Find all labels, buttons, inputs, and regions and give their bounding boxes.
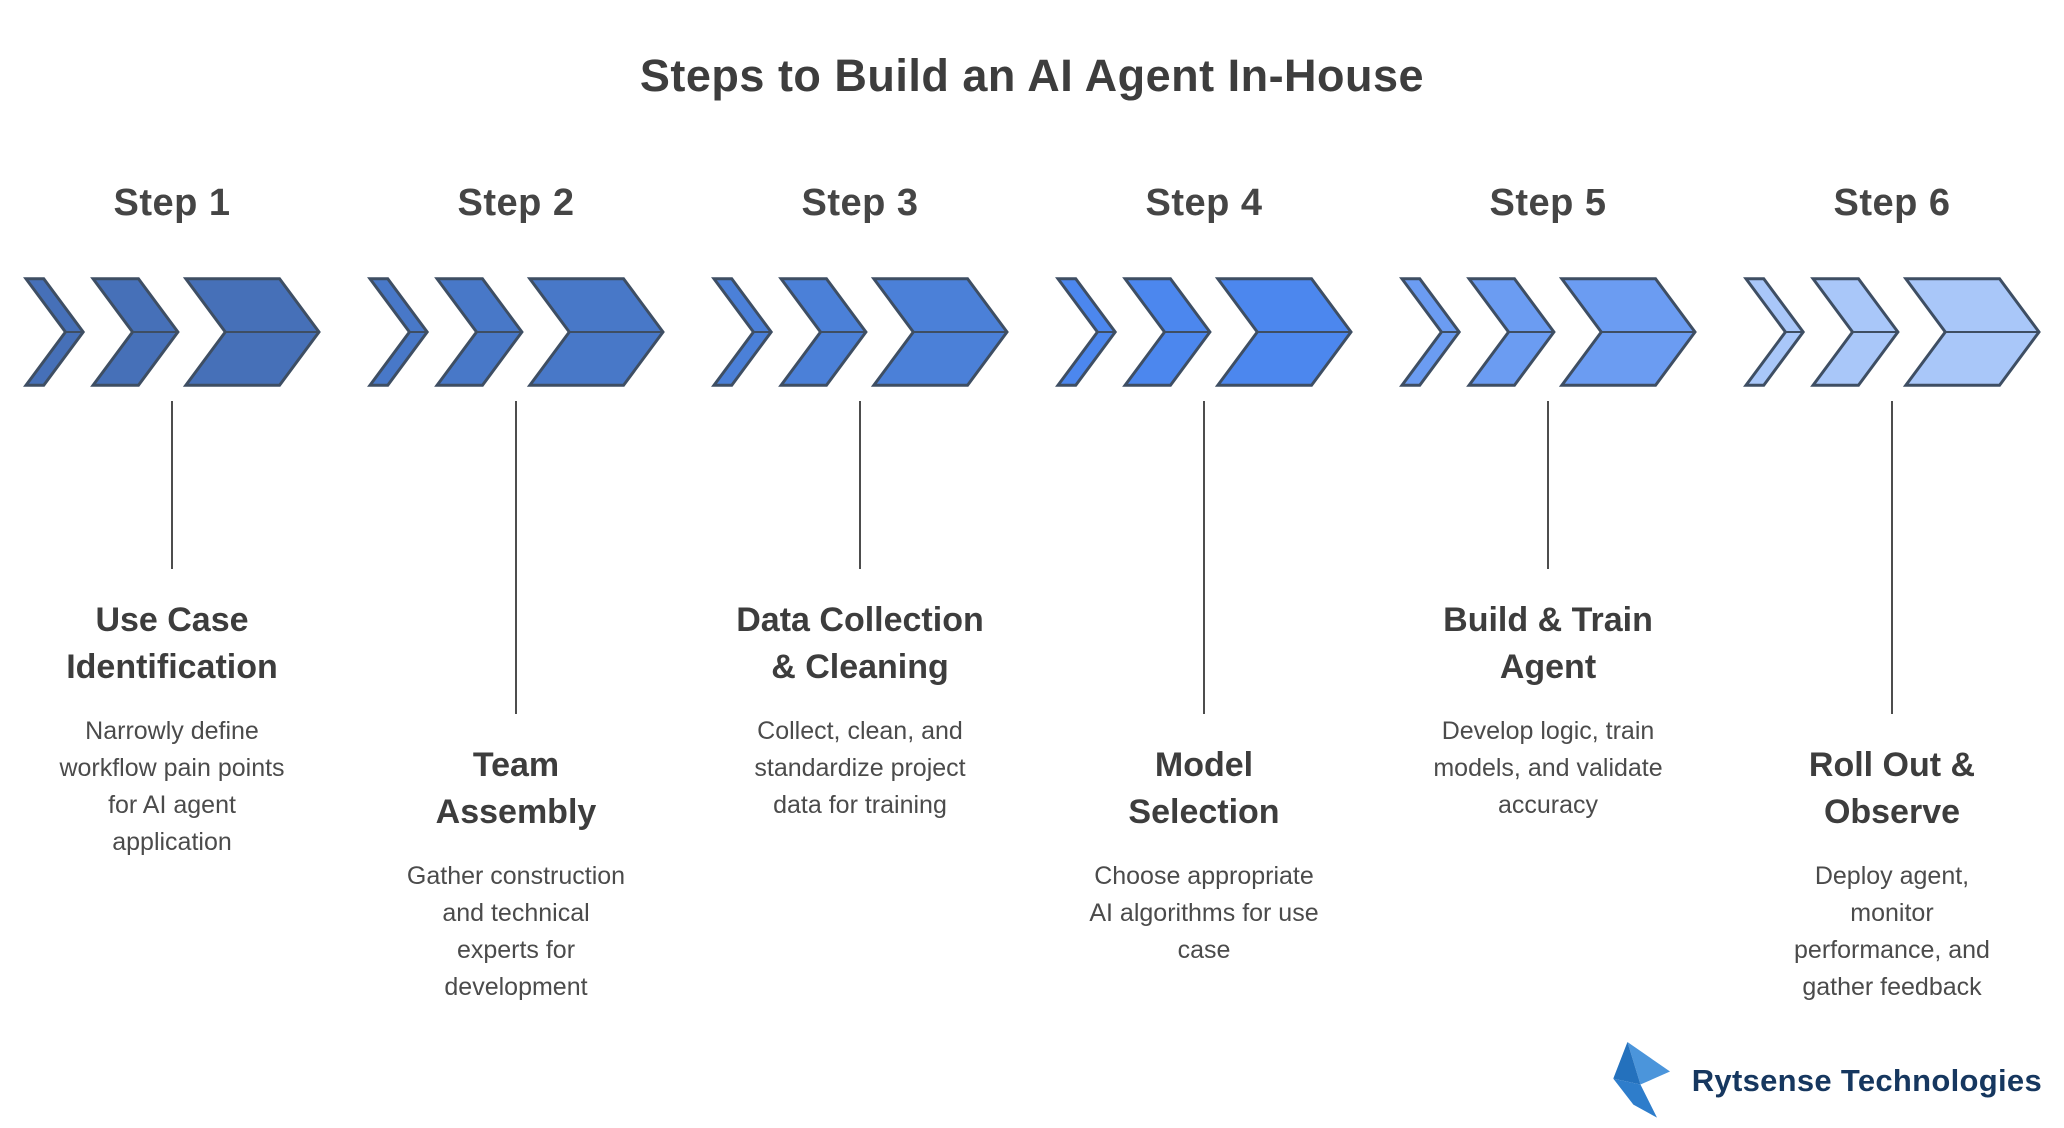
chevron-arrows-icon	[1743, 277, 2041, 387]
page-title: Steps to Build an AI Agent In-House	[639, 50, 1425, 101]
step-label: Step 1	[113, 182, 231, 224]
step-description: Deploy agent, monitor performance, and g…	[1794, 862, 1990, 1001]
connector-line	[1203, 401, 1205, 714]
connector-line	[171, 401, 173, 569]
step-title: Data Collection & Cleaning	[736, 601, 984, 686]
step-label: Step 3	[801, 182, 919, 224]
chevron-arrows-icon	[1055, 277, 1353, 387]
connector-line	[859, 401, 861, 569]
step-description: Develop logic, train models, and validat…	[1433, 717, 1663, 819]
chevron-arrows-icon	[1399, 277, 1697, 387]
chevron-arrows-icon	[367, 277, 665, 387]
step-label: Step 6	[1833, 182, 1951, 224]
step-title: Model Selection	[1128, 746, 1280, 831]
step-column-2: Step 2 Team Assembly Gather construction…	[344, 182, 688, 1006]
chevron-arrows-icon	[711, 277, 1009, 387]
step-title: Build & Train Agent	[1443, 601, 1653, 686]
connector-line	[515, 401, 517, 714]
step-label: Step 2	[457, 182, 575, 224]
steps-row: Step 1 Use Case Identification Narrowly …	[0, 182, 2064, 1006]
step-label: Step 4	[1145, 182, 1263, 224]
step-description: Gather construction and technical expert…	[406, 862, 626, 1001]
step-title: Use Case Identification	[66, 601, 278, 686]
step-description: Choose appropriate AI algorithms for use…	[1089, 862, 1319, 964]
step-column-4: Step 4 Model Selection Choose appropriat…	[1032, 182, 1376, 1006]
step-column-6: Step 6 Roll Out & Observe Deploy agent, …	[1720, 182, 2064, 1006]
step-title: Team Assembly	[435, 746, 597, 831]
connector-line	[1547, 401, 1549, 569]
connector-line	[1891, 401, 1893, 714]
step-label: Step 5	[1489, 182, 1607, 224]
step-description: Collect, clean, and standardize project …	[754, 717, 966, 819]
step-description: Narrowly define workflow pain points for…	[59, 717, 285, 856]
chevron-arrows-icon	[23, 277, 321, 387]
step-column-1: Step 1 Use Case Identification Narrowly …	[0, 182, 344, 1006]
step-column-3: Step 3 Data Collection & Cleaning Collec…	[688, 182, 1032, 1006]
step-column-5: Step 5 Build & Train Agent Develop logic…	[1376, 182, 1720, 1006]
step-title: Roll Out & Observe	[1808, 746, 1976, 831]
rytsense-logo-icon	[1612, 1042, 1670, 1118]
brand-name: Rytsense Technologies	[1691, 1063, 2042, 1098]
brand-footer: Rytsense Technologies	[1608, 1042, 2042, 1120]
